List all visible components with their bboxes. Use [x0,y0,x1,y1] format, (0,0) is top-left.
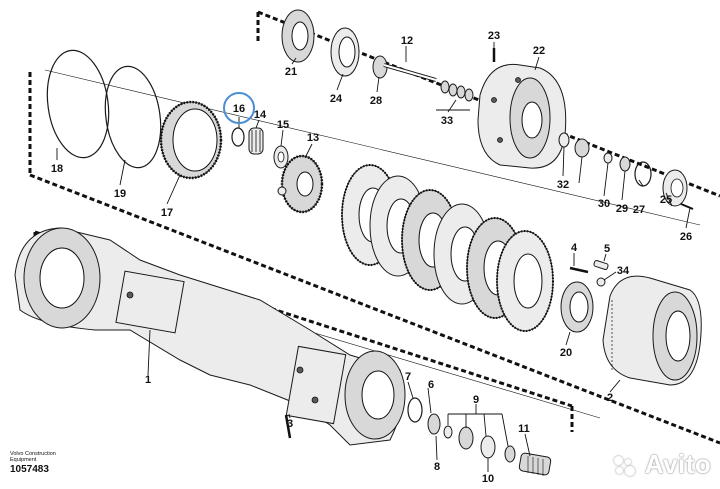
label-part-9: 9 [473,394,479,406]
o-ring-19 [104,65,162,169]
screw-4 [569,266,589,274]
o-ring-27 [634,161,652,187]
shaft-11 [518,452,552,476]
washer-32 [558,132,570,148]
label-part-14: 14 [254,109,267,121]
label-part-33: 33 [441,115,453,127]
screw-26 [680,203,694,210]
label-part-6: 6 [428,379,434,391]
label-part-22: 22 [533,45,545,57]
o-ring-18 [46,49,110,159]
ring-30 [603,152,613,164]
label-part-19: 19 [114,188,126,200]
label-part-23: 23 [488,30,500,42]
o-ring-6 [407,397,423,423]
label-part-34: 34 [617,265,630,277]
bearing-21 [281,9,315,63]
pin-5 [593,260,609,270]
label-part-1: 1 [145,374,151,386]
label-part-3: 3 [287,418,293,430]
label-part-25: 25 [660,194,672,206]
ring-10 [480,435,496,459]
company-line-2: Equipment [10,457,37,463]
label-part-15: 15 [277,119,289,131]
label-part-10: 10 [482,473,494,485]
seal-24 [330,27,360,77]
company-line-1: Volvo Construction [10,451,56,457]
cover-25 [662,169,688,207]
planet-gear-13 [277,154,324,214]
bolt-3 [284,414,292,439]
bearing-9 [458,426,474,450]
label-part-21: 21 [285,66,297,78]
axis-line-upper [44,69,701,226]
label-part-17: 17 [161,207,173,219]
label-part-32: 32 [557,179,569,191]
highlight-circle-16 [223,92,255,124]
label-part-26: 26 [680,231,692,243]
ring-gear-17 [159,100,223,180]
leader-lines [56,42,691,472]
label-part-2: 2 [607,392,613,404]
bearing-ring [574,138,590,158]
label-part-5: 5 [604,243,610,255]
label-part-28: 28 [370,95,382,107]
needle-bearing-14 [248,127,264,155]
label-part-7: 7 [405,371,411,383]
part-34 [596,277,606,287]
watermark-text: Avito [644,449,712,479]
drawing-number: 1057483 [10,464,49,475]
avito-dots-icon [612,455,638,477]
label-part-16: 16 [233,103,245,115]
axle-housing-1 [14,227,406,446]
avito-watermark: Avito [612,449,711,480]
label-part-11: 11 [518,423,530,435]
circlip-16 [231,127,245,147]
seal-7 [427,413,441,435]
label-part-24: 24 [330,93,343,105]
label-part-4: 4 [571,242,578,254]
company-name: Volvo Construction Equipment [10,451,56,463]
washer-8 [443,425,453,439]
bush-10 [504,445,516,463]
label-part-20: 20 [560,347,572,359]
label-part-27: 27 [633,204,645,216]
label-part-18: 18 [51,163,63,175]
hub-22 [477,63,567,169]
label-part-12: 12 [401,35,413,47]
part-labels: 1 2 3 4 5 6 7 8 9 10 11 12 13 14 15 16 1… [51,30,692,485]
brake-disc-pack [341,164,554,332]
nut-29 [619,156,631,172]
bearing-20 [560,281,594,333]
label-part-13: 13 [307,132,319,144]
label-part-30: 30 [598,198,610,210]
label-part-8: 8 [434,461,440,473]
label-part-29: 29 [616,203,628,215]
spacer-15 [273,145,289,169]
brake-housing-2 [602,275,702,386]
spring-set-33 [440,80,474,102]
